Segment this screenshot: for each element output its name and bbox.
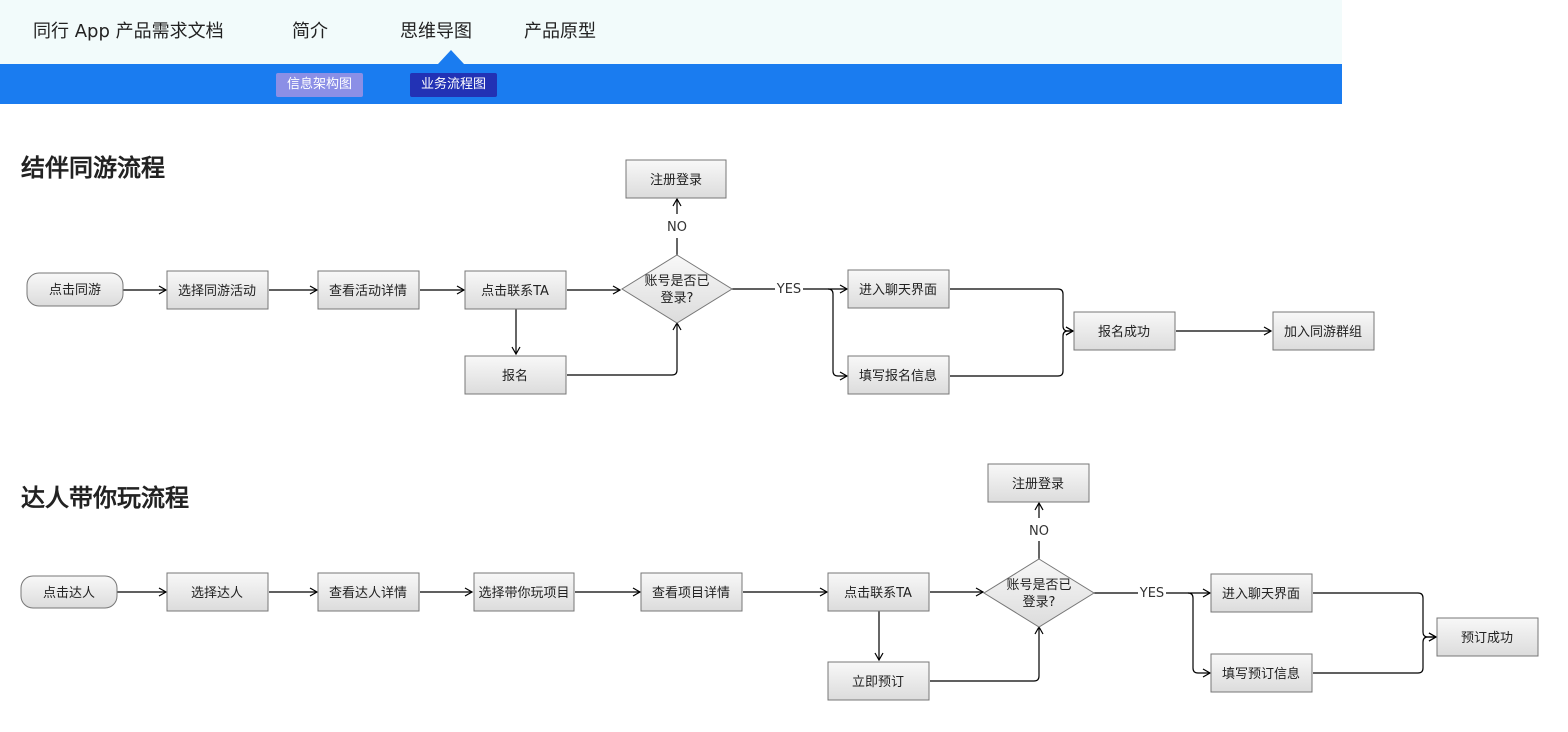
- subtab-business-flow[interactable]: 业务流程图: [410, 73, 498, 97]
- f2-node-contact: 点击联系TA: [827, 572, 930, 612]
- f2-node-start: 点击达人: [20, 575, 118, 609]
- f2-node-book-now: 立即预订: [827, 661, 930, 701]
- f2-node-project-detail-label: 查看项目详情: [652, 585, 730, 601]
- f2-node-register-label: 注册登录: [1012, 477, 1064, 492]
- f1-node-view-detail-label: 查看活动详情: [329, 283, 407, 299]
- f1-decision-line1: 账号是否已: [644, 274, 709, 289]
- f2-node-chat: 进入聊天界面: [1210, 573, 1313, 613]
- f2-edge-form-success: [1313, 632, 1438, 674]
- flow1-title: 结伴同游流程: [21, 154, 165, 182]
- f2-edge-yes-form: [1187, 592, 1212, 678]
- f1-node-select-activity-label: 选择同游活动: [178, 284, 256, 299]
- f1-edge-n4-decision: [567, 321, 682, 376]
- f1-node-chat: 进入聊天界面: [847, 269, 950, 309]
- f2-no-label: NO: [1029, 524, 1049, 539]
- f1-node-join-group: 加入同游群组: [1272, 311, 1375, 351]
- f1-node-form: 填写报名信息: [847, 355, 950, 395]
- f2-node-chat-label: 进入聊天界面: [1222, 587, 1300, 602]
- f2-yes-label: YES: [1139, 586, 1164, 601]
- f2-node-expert-detail: 查看达人详情: [317, 572, 420, 612]
- f1-node-success-label: 报名成功: [1098, 324, 1150, 340]
- active-nav-caret: [438, 50, 464, 64]
- sub-nav-bar: 信息架构图 业务流程图: [0, 64, 1342, 104]
- nav-mindmap[interactable]: 思维导图: [400, 21, 472, 42]
- f1-node-view-detail: 查看活动详情: [317, 270, 420, 310]
- f1-node-register-label: 注册登录: [650, 173, 702, 188]
- f1-node-contact: 点击联系TA: [464, 270, 567, 310]
- f1-node-signup-label: 报名: [502, 368, 528, 384]
- nav-intro[interactable]: 简介: [292, 21, 328, 42]
- flow2-title: 达人带你玩流程: [21, 484, 189, 512]
- f1-node-chat-label: 进入聊天界面: [859, 283, 937, 298]
- f1-node-start: 点击同游: [26, 272, 124, 307]
- f2-node-form-label: 填写预订信息: [1222, 666, 1300, 682]
- f1-decision-line2: 登录?: [661, 291, 694, 306]
- top-nav-bar: 同行 App 产品需求文档 简介 思维导图 产品原型: [0, 0, 1342, 64]
- f2-node-success: 预订成功: [1436, 617, 1539, 657]
- f1-node-signup: 报名: [464, 355, 567, 395]
- f2-node-select-expert: 选择达人: [166, 572, 269, 612]
- f2-node-form: 填写预订信息: [1210, 653, 1313, 693]
- f2-node-select-expert-label: 选择达人: [191, 586, 243, 601]
- f1-node-register: 注册登录: [625, 159, 727, 199]
- f1-node-form-label: 填写报名信息: [859, 368, 937, 384]
- f2-node-register: 注册登录: [987, 463, 1090, 503]
- f1-node-start-label: 点击同游: [49, 283, 101, 298]
- f1-node-join-group-label: 加入同游群组: [1284, 325, 1362, 340]
- f1-node-select-activity: 选择同游活动: [166, 270, 269, 310]
- f1-no-label: NO: [667, 220, 687, 235]
- f2-node-select-project: 选择带你玩项目: [473, 572, 575, 612]
- f2-edge-chat-success: [1313, 592, 1438, 642]
- f1-yes-label: YES: [776, 282, 801, 297]
- nav-prototype[interactable]: 产品原型: [524, 21, 596, 42]
- app-title: 同行 App 产品需求文档: [33, 21, 224, 42]
- f2-node-start-label: 点击达人: [43, 586, 95, 601]
- f2-node-book-now-label: 立即预订: [852, 675, 904, 690]
- subtab-info-architecture[interactable]: 信息架构图: [276, 73, 364, 97]
- f2-decision-line2: 登录?: [1023, 595, 1056, 610]
- f1-edge-yes-form: [827, 288, 849, 381]
- f2-node-select-project-label: 选择带你玩项目: [478, 586, 569, 601]
- f2-node-contact-label: 点击联系TA: [844, 586, 912, 601]
- f2-edge-n6-decision: [930, 625, 1044, 682]
- f2-decision-line1: 账号是否已: [1006, 578, 1071, 593]
- f1-edge-form-success: [950, 326, 1075, 377]
- f2-node-project-detail: 查看项目详情: [640, 572, 743, 612]
- f2-node-success-label: 预订成功: [1461, 631, 1513, 646]
- f2-node-expert-detail-label: 查看达人详情: [329, 585, 407, 601]
- f1-node-contact-label: 点击联系TA: [481, 284, 549, 299]
- f1-edge-chat-success: [950, 288, 1075, 336]
- f1-node-success: 报名成功: [1073, 311, 1176, 351]
- f2-node-decision: 账号是否已 登录?: [983, 558, 1095, 628]
- f1-node-decision: 账号是否已 登录?: [621, 254, 733, 324]
